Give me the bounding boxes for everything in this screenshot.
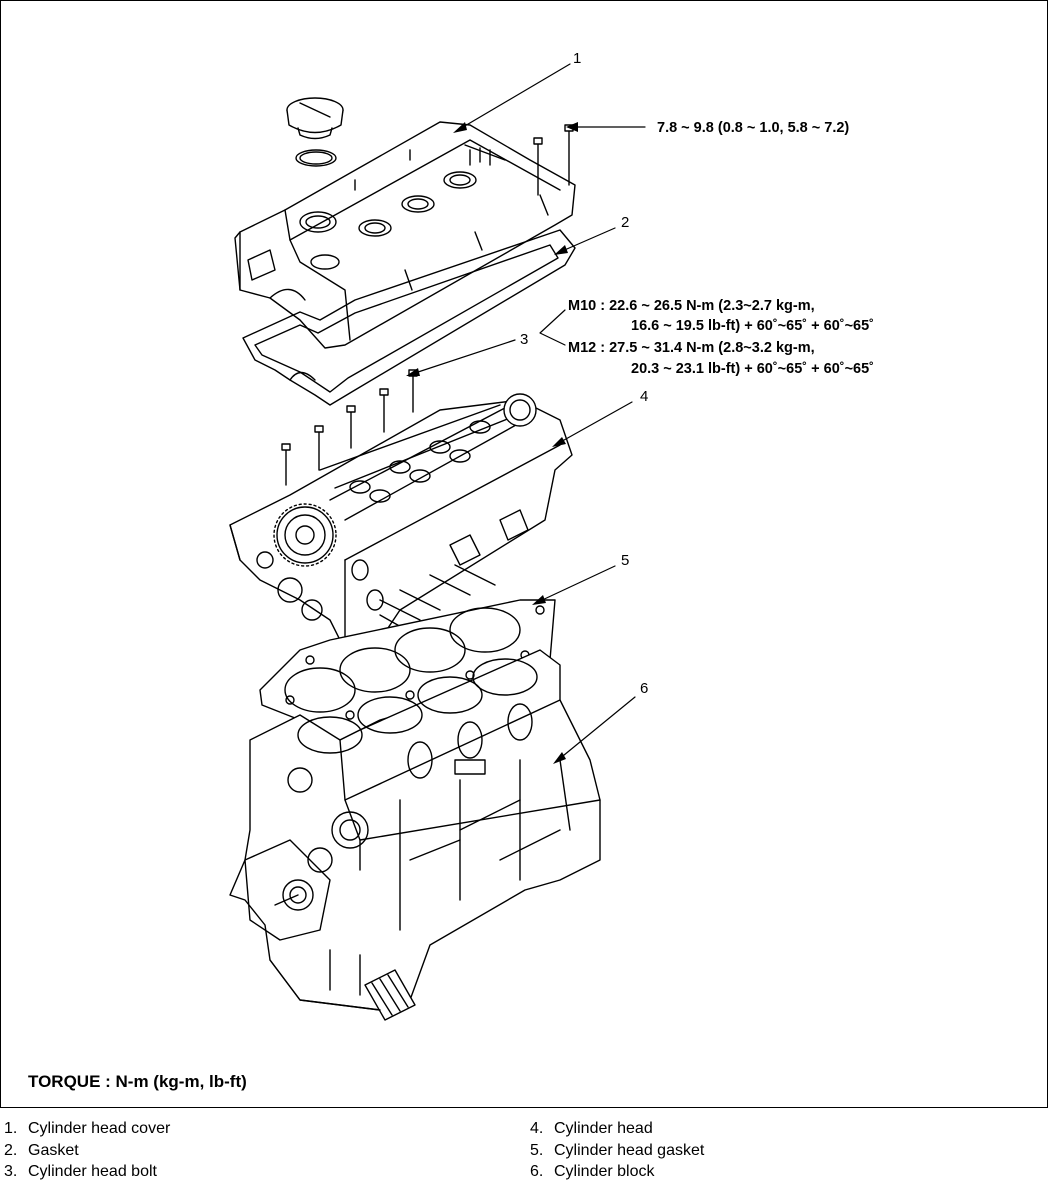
callout-3: 3 — [520, 331, 529, 348]
torque-m10-line2: 16.6 ~ 19.5 lb-ft) + 60˚~65˚ + 60˚~65˚ — [631, 318, 875, 334]
legend-item-2: 2. Gasket — [4, 1140, 79, 1162]
legend-label: Gasket — [28, 1142, 79, 1159]
legend-label: Cylinder block — [554, 1163, 655, 1180]
callout-4: 4 — [640, 388, 649, 405]
legend-number: 2. — [4, 1142, 18, 1159]
legend-number: 3. — [4, 1163, 18, 1180]
legend-item-1: 1. Cylinder head cover — [4, 1118, 170, 1140]
legend-item-5: 5. Cylinder head gasket — [530, 1140, 704, 1162]
legend-item-6: 6. Cylinder block — [530, 1161, 654, 1183]
legend-number: 1. — [4, 1120, 18, 1137]
legend-label: Cylinder head gasket — [554, 1142, 705, 1159]
cylinder-head-cover — [234, 97, 576, 349]
torque-m12-line2: 20.3 ~ 23.1 lb-ft) + 60˚~65˚ + 60˚~65˚ — [631, 361, 875, 377]
cover-gasket — [242, 229, 576, 406]
cylinder-block — [229, 649, 601, 1021]
torque-m12-line1: M12 : 27.5 ~ 31.4 N-m (2.8~3.2 kg-m, — [568, 340, 815, 356]
legend-label: Cylinder head bolt — [28, 1163, 157, 1180]
legend-number: 4. — [530, 1120, 544, 1137]
torque-cover-bolt: 7.8 ~ 9.8 (0.8 ~ 1.0, 5.8 ~ 7.2) — [657, 120, 850, 136]
torque-m10-line1: M10 : 22.6 ~ 26.5 N-m (2.3~2.7 kg-m, — [568, 298, 815, 314]
legend-item-3: 3. Cylinder head bolt — [4, 1161, 157, 1183]
exploded-engine-diagram — [229, 63, 646, 1021]
legend-number: 6. — [530, 1163, 544, 1180]
callout-5: 5 — [621, 552, 630, 569]
callout-2: 2 — [621, 214, 630, 231]
legend-label: Cylinder head — [554, 1120, 653, 1137]
callout-6: 6 — [640, 680, 649, 697]
torque-units-heading: TORQUE : N-m (kg-m, lb-ft) — [28, 1072, 247, 1091]
leader-lines — [406, 63, 646, 764]
cylinder-head — [229, 393, 573, 651]
callout-1: 1 — [573, 50, 582, 67]
legend-item-4: 4. Cylinder head — [530, 1118, 653, 1140]
diagram-frame — [0, 0, 1048, 1108]
legend-label: Cylinder head cover — [28, 1120, 171, 1137]
legend-number: 5. — [530, 1142, 544, 1159]
